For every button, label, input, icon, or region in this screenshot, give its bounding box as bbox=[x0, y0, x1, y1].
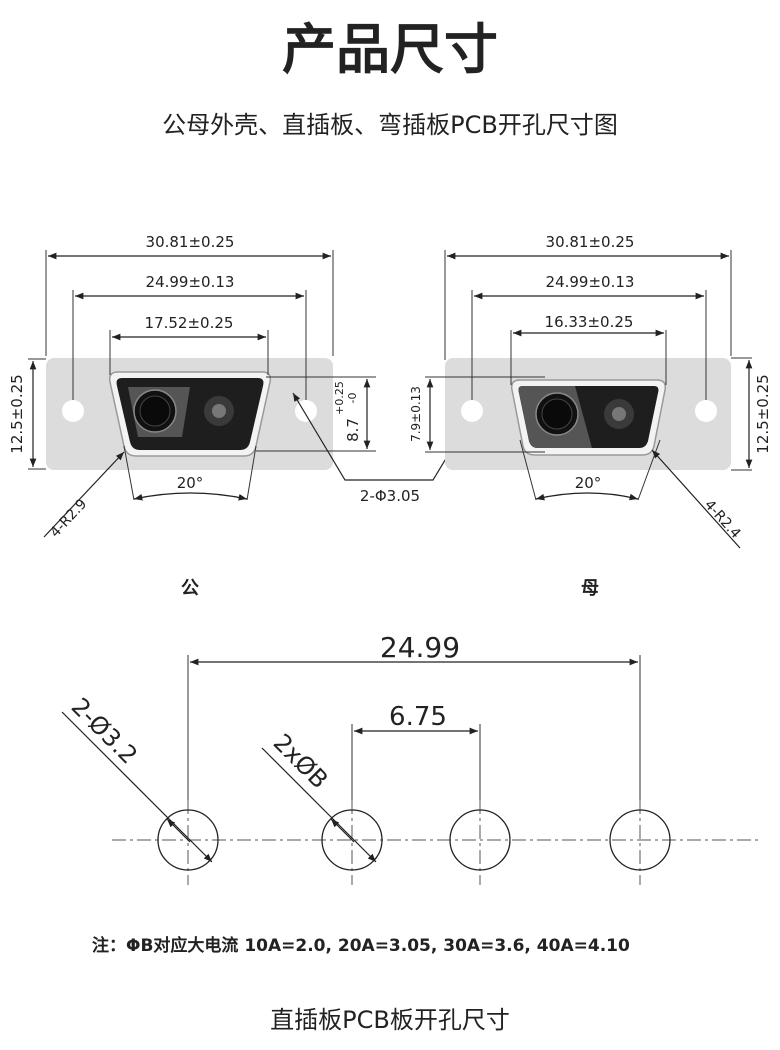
female-mount-hole-left bbox=[461, 400, 483, 422]
pcb-inner-pitch: 6.75 bbox=[389, 702, 447, 732]
pcb-mount-hole-spec: 2-Ø3.2 bbox=[66, 692, 143, 769]
male-shell-height-tol-plus: +0.25 bbox=[333, 381, 346, 415]
pcb-contact-hole-right bbox=[449, 809, 511, 871]
male-pin-small-core bbox=[212, 404, 226, 418]
pcb-hole-layout: 24.99 6.75 2-Ø3.2 2xØB bbox=[61, 631, 762, 885]
pcb-mount-hole-right bbox=[609, 809, 671, 871]
male-radius: 4-R2.9 bbox=[47, 496, 90, 541]
female-hole-pitch: 24.99±0.13 bbox=[546, 273, 635, 291]
female-shell-height: 7.9±0.13 bbox=[409, 386, 423, 442]
female-socket-small-core bbox=[612, 407, 626, 421]
male-shell-width: 17.52±0.25 bbox=[145, 314, 234, 332]
page-subtitle: 公母外壳、直插板、弯插板PCB开孔尺寸图 bbox=[162, 111, 618, 139]
male-connector-view: 30.81±0.25 24.99±0.13 17.52±0.25 12.5±0.… bbox=[8, 233, 376, 599]
female-connector-view: 30.81±0.25 24.99±0.13 16.33±0.25 12.5±0.… bbox=[409, 233, 772, 599]
male-mount-hole-left bbox=[62, 400, 84, 422]
male-height: 12.5±0.25 bbox=[8, 374, 26, 453]
female-radius: 4-R2.4 bbox=[701, 497, 744, 542]
current-note: 注：ΦB对应大电流 10A=2.0, 20A=3.05, 30A=3.6, 40… bbox=[92, 935, 630, 956]
pcb-contact-hole-spec: 2xØB bbox=[268, 728, 334, 794]
female-angle: 20° bbox=[575, 474, 602, 492]
male-mount-hole-right bbox=[295, 400, 317, 422]
mount-hole-label: 2-Φ3.05 bbox=[360, 487, 420, 505]
male-hole-pitch: 24.99±0.13 bbox=[146, 273, 235, 291]
female-mount-hole-right bbox=[695, 400, 717, 422]
male-overall-width: 30.81±0.25 bbox=[146, 233, 235, 251]
female-label: 母 bbox=[581, 578, 599, 599]
male-label: 公 bbox=[181, 578, 199, 599]
pcb-caption: 直插板PCB板开孔尺寸 bbox=[270, 1006, 510, 1034]
female-socket-large-core bbox=[541, 398, 573, 430]
pcb-contact-hole-left bbox=[321, 809, 383, 871]
pcb-outer-pitch: 24.99 bbox=[380, 631, 460, 664]
page-title: 产品尺寸 bbox=[282, 18, 498, 81]
male-pin-large-core bbox=[139, 395, 171, 427]
female-shell-width: 16.33±0.25 bbox=[545, 313, 634, 331]
male-shell-height: 8.7 bbox=[344, 418, 362, 442]
male-angle: 20° bbox=[177, 474, 204, 492]
pcb-mount-hole-left bbox=[157, 809, 219, 871]
male-shell-height-tol-minus: -0 bbox=[346, 393, 359, 404]
female-height: 12.5±0.25 bbox=[754, 374, 772, 453]
female-overall-width: 30.81±0.25 bbox=[546, 233, 635, 251]
